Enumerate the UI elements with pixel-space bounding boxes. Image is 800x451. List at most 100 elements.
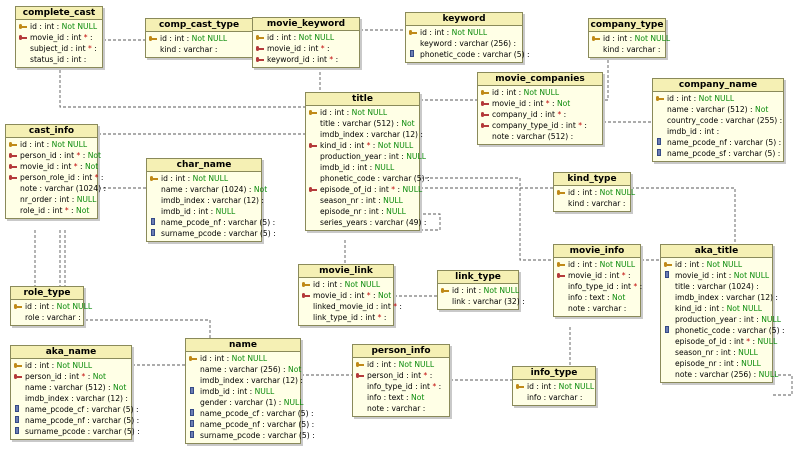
table-title: complete_cast <box>16 7 102 20</box>
nullability: NULL <box>741 359 761 368</box>
column-row: kind : varchar : <box>603 45 661 54</box>
column-type: int <box>689 260 700 269</box>
relationship-line <box>631 187 736 244</box>
primary-key-icon <box>664 261 672 268</box>
required-marker: * <box>545 99 550 108</box>
column-type: int <box>582 260 593 269</box>
column-type: int <box>61 162 72 171</box>
column-row: id : int : Not NULL <box>147 173 261 184</box>
required-marker: * <box>621 271 626 280</box>
column-name: movie_id <box>675 271 710 280</box>
column-name: id <box>568 188 575 197</box>
index-icon <box>151 218 155 225</box>
column-name: name_pcode_nf <box>667 138 727 147</box>
column-row: title : varchar (1024) : <box>675 282 759 291</box>
column-row: id : int : Not NULL <box>661 259 772 270</box>
column-type: varchar (5) <box>267 431 310 440</box>
primary-key-icon <box>557 189 565 196</box>
column-type: varchar <box>592 304 622 313</box>
column-name: nr_order <box>20 195 52 204</box>
table-title: info_type <box>513 367 595 380</box>
column-name: link <box>452 297 466 306</box>
column-row: name : varchar (256) : Not <box>200 365 302 374</box>
table-title: company_type <box>589 19 665 32</box>
column-row: note : varchar (1024) : <box>20 184 107 193</box>
column-type: int <box>388 152 399 161</box>
column-type: varchar (256) <box>699 370 752 379</box>
primary-key-icon <box>516 383 524 390</box>
column-name: imdb_index <box>320 130 364 139</box>
column-type: varchar (5) <box>91 405 134 414</box>
column-name: imdb_index <box>25 394 69 403</box>
column-type: int <box>317 55 327 64</box>
nullability: Not NULL <box>599 260 636 269</box>
foreign-key-icon <box>256 45 264 52</box>
required-marker: * <box>73 162 78 171</box>
foreign-key-icon <box>481 122 489 129</box>
nullability: Not NULL <box>192 174 229 183</box>
column-row: imdb_index : varchar (12) : <box>200 376 303 385</box>
required-marker: * <box>81 372 86 381</box>
column-row: imdb_index : varchar (12) : <box>25 394 128 403</box>
column-type: varchar <box>391 404 421 413</box>
column-type: varchar (1024) <box>189 185 247 194</box>
primary-key-icon <box>14 303 22 310</box>
column-type: int <box>71 33 82 42</box>
column-row: imdb_id : int : <box>667 127 720 136</box>
column-name: imdb_id <box>200 387 230 396</box>
column-name: kind_id <box>675 304 702 313</box>
nullability: Not NULL <box>56 302 93 311</box>
column-type: int <box>52 206 63 215</box>
column-row: id : int : Not NULL <box>554 259 640 270</box>
column-name: name_pcode_nf <box>25 416 85 425</box>
nullability: Not NULL <box>599 188 636 197</box>
column-name: person_role_id <box>20 173 75 182</box>
column-row: imdb_index : varchar (12) : <box>161 196 264 205</box>
nullability: Not <box>288 365 302 374</box>
index-icon <box>190 420 194 427</box>
required-marker: * <box>76 151 81 160</box>
primary-key-icon <box>409 29 417 36</box>
required-marker: * <box>377 313 382 322</box>
table-title: char_name <box>147 159 261 172</box>
required-marker: * <box>94 173 99 182</box>
index-icon <box>665 326 669 333</box>
table-title: person_info <box>353 345 449 358</box>
column-name: name <box>200 365 222 374</box>
column-row: note : varchar (512) : <box>492 132 574 141</box>
column-name: info <box>568 293 583 302</box>
nullability: Not <box>612 293 626 302</box>
column-type: int <box>545 110 556 119</box>
primary-key-icon <box>441 287 449 294</box>
column-name: id <box>267 33 274 42</box>
required-marker: * <box>366 141 371 150</box>
column-type: int <box>34 140 45 149</box>
column-row: info_type_id : int * : <box>367 382 442 391</box>
index-icon <box>190 409 194 416</box>
column-type: varchar (5) <box>734 138 777 147</box>
column-type: varchar (5) <box>482 50 525 59</box>
column-name: name <box>161 185 183 194</box>
nullability: Not NULL <box>558 382 595 391</box>
